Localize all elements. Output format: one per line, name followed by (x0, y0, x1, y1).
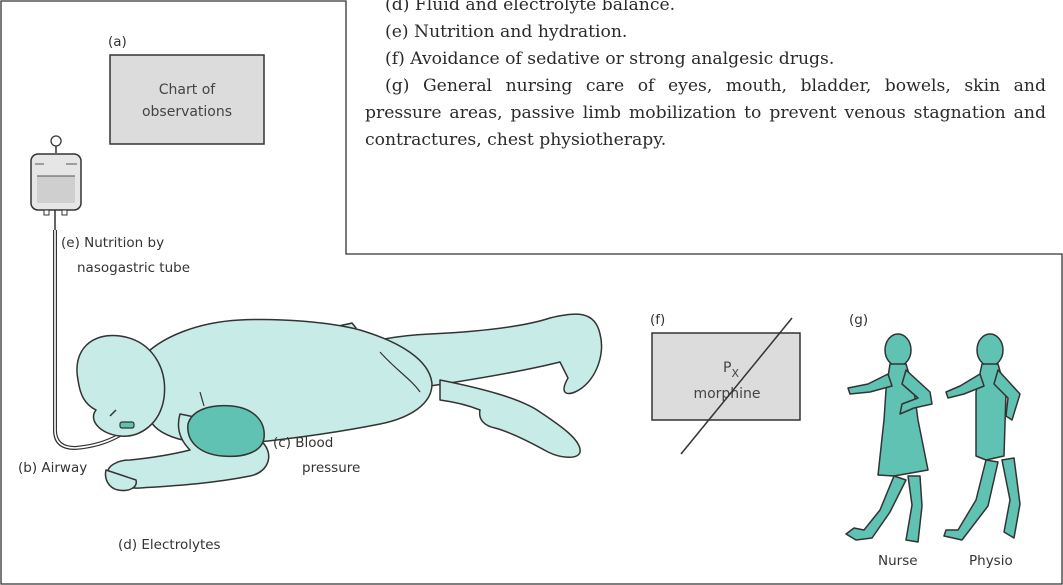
list-item-e: (e) Nutrition and hydration. (385, 19, 1045, 46)
physio-figure (944, 334, 1020, 540)
morphine-label: morphine (693, 386, 760, 402)
nurse-figure (846, 334, 932, 542)
list-item-g: (g) General nursing care of eyes, mouth,… (365, 73, 1046, 154)
blood-pressure-label-line-2: pressure (302, 460, 360, 476)
panel-a-letter: (a) (108, 34, 127, 50)
nurse-label: Nurse (878, 553, 918, 569)
blood-pressure-label-line-1: (c) Blood (273, 435, 333, 451)
nutrition-label-line-2: nasogastric tube (77, 260, 190, 276)
list-item-d: (d) Fluid and electrolyte balance. (385, 0, 1045, 19)
electrolytes-label: (d) Electrolytes (118, 537, 221, 553)
physio-label: Physio (969, 553, 1013, 569)
airway-label: (b) Airway (18, 460, 87, 476)
list-item-f: (f) Avoidance of sedative or strong anal… (385, 46, 1045, 73)
morphine-prescription-box (652, 333, 800, 420)
nutrition-label-line-1: (e) Nutrition by (61, 235, 164, 251)
chart-of-observations-line-1: Chart of (159, 82, 216, 98)
panel-g-letter: (g) (849, 312, 868, 328)
chart-of-observations-line-2: observations (142, 104, 232, 120)
drip-bag-icon (31, 136, 81, 230)
chart-of-observations-box (110, 55, 264, 144)
blood-pressure-cuff (188, 406, 264, 457)
panel-f-letter: (f) (650, 312, 665, 328)
